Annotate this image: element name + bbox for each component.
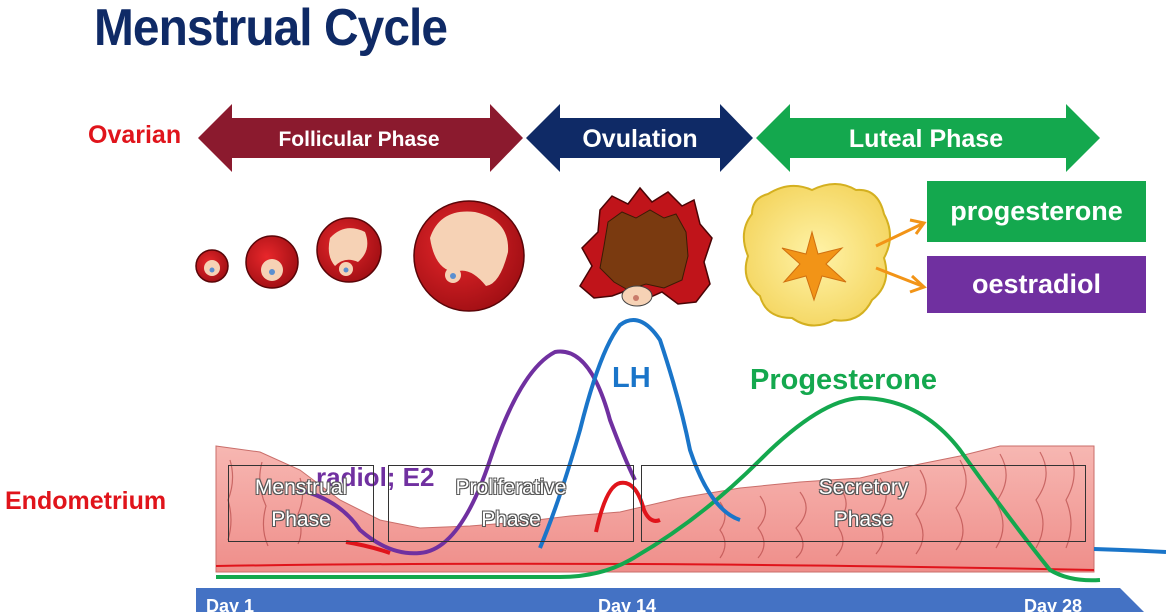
- proliferative-phase-box: Proliferative Phase: [388, 465, 634, 542]
- ovarian-label: Ovarian: [88, 121, 182, 149]
- page-title: Menstrual Cycle: [94, 0, 448, 57]
- timeline-day1: Day 1: [206, 596, 254, 612]
- red-bleeding-curve: [345, 480, 661, 555]
- ruptured-follicle: [579, 186, 713, 307]
- follicular-phase-label: Follicular Phase: [278, 128, 439, 151]
- oestradiol-box: oestradiol: [927, 256, 1146, 313]
- timeline-day28: Day 28: [1024, 596, 1082, 612]
- lh-curve: [538, 318, 741, 549]
- follicle-stage-4: [413, 200, 525, 312]
- proliferative-phase-label: Proliferative Phase: [455, 475, 567, 531]
- lh-tail-line: [1093, 547, 1166, 554]
- progesterone-curve-label: Progesterone: [750, 364, 937, 396]
- lh-label: LH: [612, 362, 651, 394]
- follicle-stage-1: [195, 249, 229, 283]
- corpus-luteum: [742, 183, 891, 327]
- ovulation-arrow: [526, 104, 753, 172]
- luteal-phase-arrow: [756, 104, 1100, 172]
- ovulation-label: Ovulation: [582, 125, 697, 153]
- follicular-phase-arrow: [198, 104, 523, 172]
- secretory-phase-box: Secretory Phase: [641, 465, 1086, 542]
- endometrium-label: Endometrium: [5, 487, 167, 515]
- timeline-day14: Day 14: [598, 596, 656, 612]
- endometrium-base-line: [215, 562, 1095, 571]
- oestradiol-curve: [299, 349, 637, 556]
- luteal-phase-label: Luteal Phase: [849, 125, 1003, 153]
- oestradiol-curve-label: radiol; E2: [316, 462, 435, 492]
- progesterone-curve: [216, 395, 1101, 583]
- timeline-arrow: [196, 588, 1144, 612]
- menstrual-phase-box: Menstrual Phase: [228, 465, 374, 542]
- follicle-stage-2: [245, 235, 299, 289]
- secretion-arrows: [875, 218, 927, 294]
- menstrual-phase-label: Menstrual Phase: [254, 475, 348, 531]
- progesterone-box: progesterone: [927, 181, 1146, 242]
- follicle-stage-3: [316, 217, 382, 283]
- secretory-phase-label: Secretory Phase: [818, 475, 909, 531]
